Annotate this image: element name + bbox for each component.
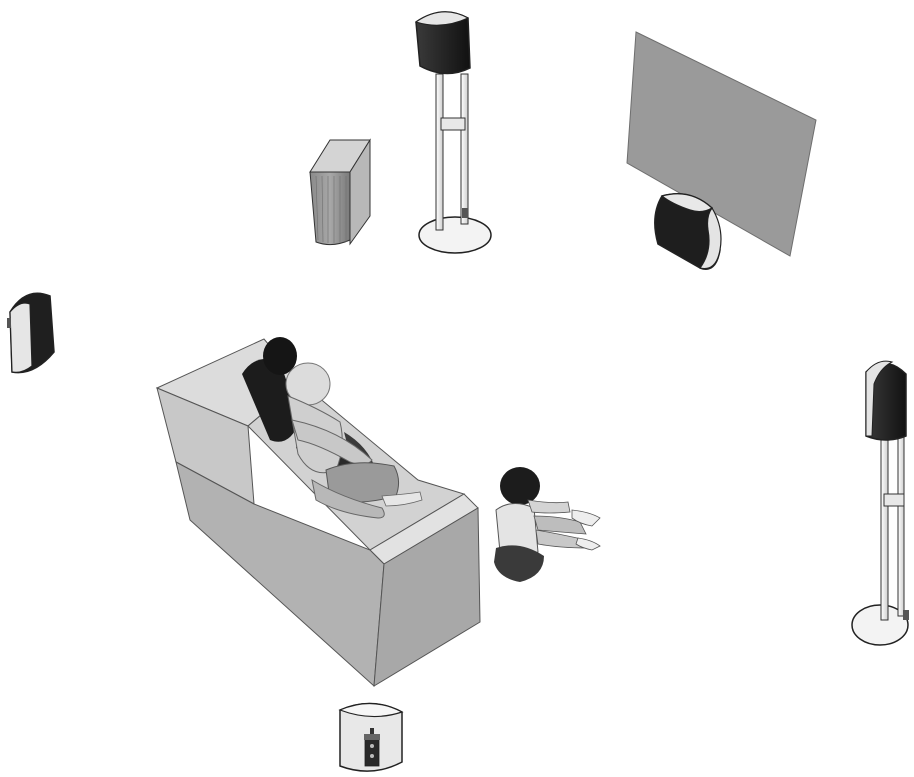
- front-left-speaker-icon: [416, 12, 491, 253]
- left-surround-speaker-icon: [7, 293, 54, 372]
- right-surround-speaker-icon: [852, 361, 909, 645]
- seated-child-icon: [494, 467, 600, 582]
- subwoofer-icon: [310, 140, 370, 245]
- rear-speaker-icon: [340, 703, 402, 771]
